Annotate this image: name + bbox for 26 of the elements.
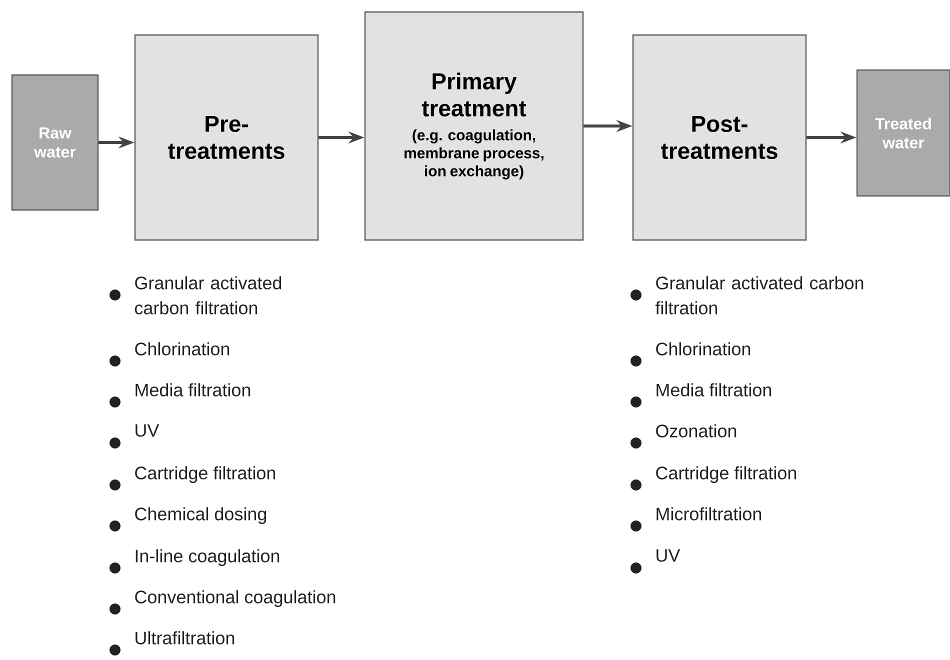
bullet-item: Media filtration — [630, 383, 772, 408]
bullet-item: Granular activated carbon filtration — [630, 276, 864, 314]
box-label: Raw water — [34, 127, 76, 158]
process-box — [364, 11, 584, 241]
bullet-item: Media filtration — [110, 383, 250, 408]
bullet-item: Microfiltration — [630, 507, 762, 532]
box-label: Post-treatments — [661, 116, 778, 160]
bullet-item: Chlorination — [630, 342, 750, 366]
bullet-item: Conventional coagulation — [110, 590, 336, 614]
bullet-item: Chlorination — [110, 342, 230, 366]
bullet-item: UV — [110, 424, 160, 448]
box-label: Pre-treatments — [168, 116, 284, 160]
bullet-item: Cartridge filtration — [110, 466, 276, 490]
bullet-item: Cartridge filtration — [630, 466, 796, 490]
terminal-box — [11, 74, 99, 211]
bullet-item: Ozonation — [630, 424, 736, 448]
bullet-item: UV — [630, 549, 680, 574]
box-label: Primary treatment (e.g. coagulation, membrane process, ion exchange) — [404, 72, 544, 180]
terminal-box — [856, 69, 950, 197]
box-label: Treated water — [875, 118, 931, 148]
bullet-item: Ultrafiltration — [110, 631, 234, 656]
bullet-item: Granular activated carbon filtration — [110, 276, 282, 314]
process-box — [134, 34, 319, 241]
bullet-item: Chemical dosing — [110, 507, 266, 532]
process-box — [632, 34, 807, 241]
bullet-item: In-line coagulation — [110, 549, 280, 574]
